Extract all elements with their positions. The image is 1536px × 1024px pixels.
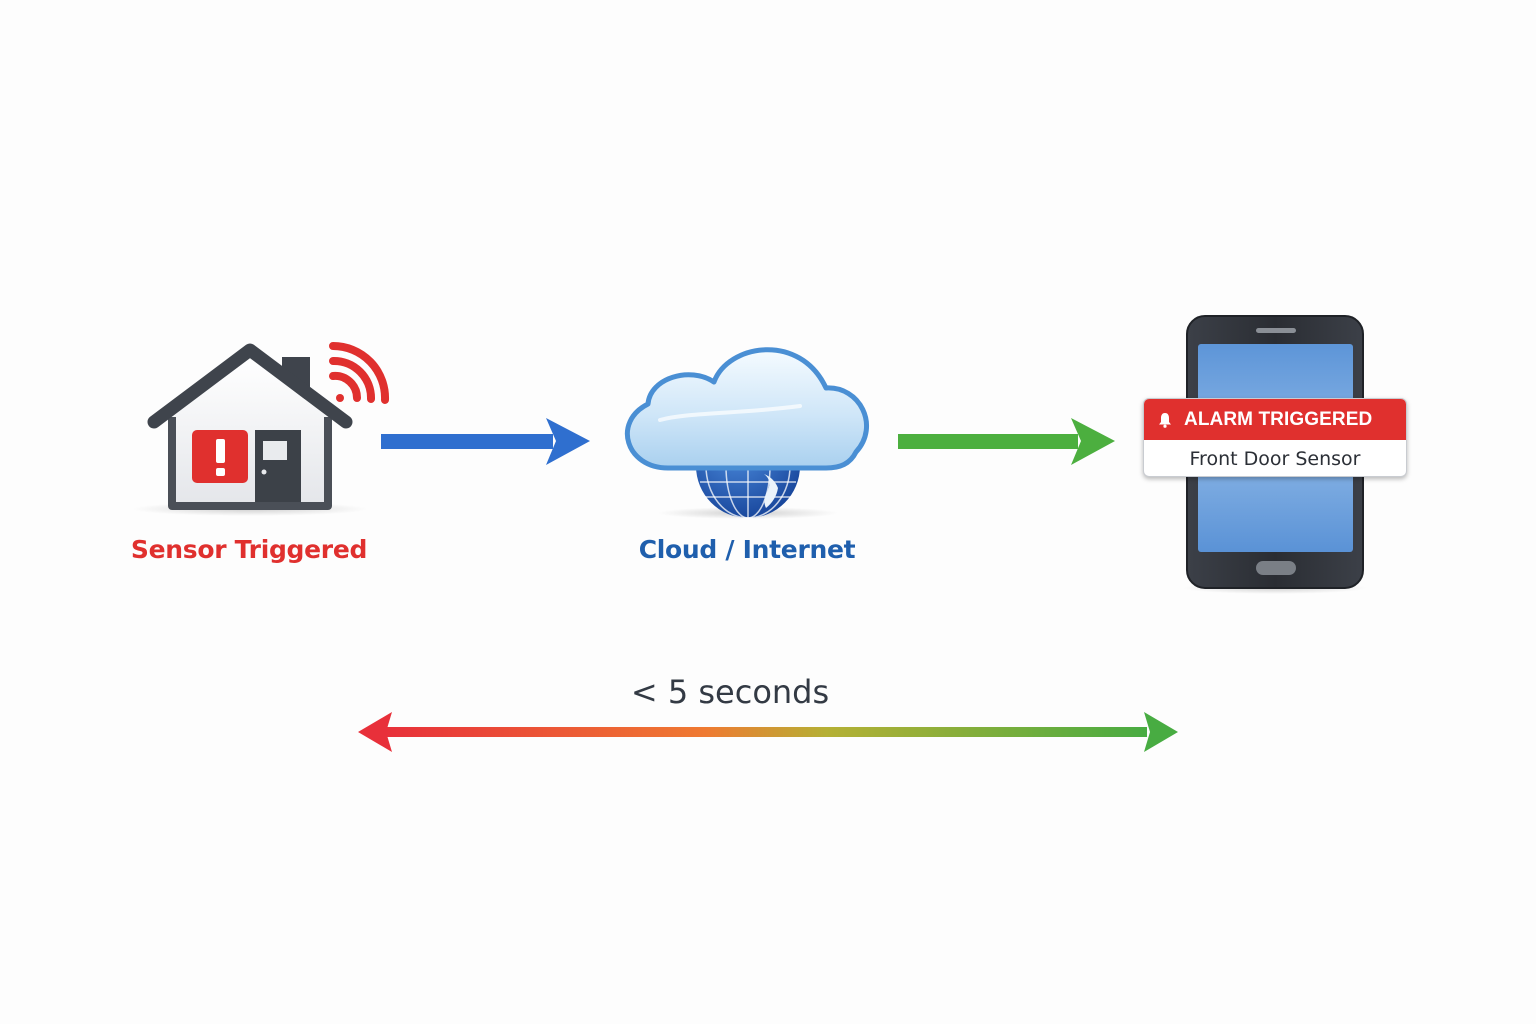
- arrow-shaft: [381, 434, 553, 449]
- door-knob: [261, 469, 267, 475]
- phone-home-button: [1256, 561, 1296, 575]
- sensor-triggered-label: Sensor Triggered: [130, 535, 368, 564]
- duration-label: < 5 seconds: [630, 673, 830, 711]
- alarm-exclamation-bar: [216, 439, 225, 463]
- wireless-signal-icon: [329, 342, 390, 404]
- alarm-exclamation-dot: [216, 468, 225, 476]
- arrow-head: [546, 418, 590, 465]
- house-roof: [147, 343, 353, 429]
- alarm-notification-card[interactable]: ALARM TRIGGERED Front Door Sensor: [1143, 398, 1407, 477]
- cloud-shape: [624, 347, 869, 471]
- bell-icon: [1159, 412, 1171, 428]
- timeline-right-head: [1144, 712, 1178, 752]
- arrow-head: [1071, 418, 1115, 465]
- timeline-left-head: [358, 712, 392, 752]
- timeline-arrow: [358, 712, 1178, 752]
- signal-arc-2: [329, 356, 376, 403]
- cloud-globe-icon: [624, 347, 869, 519]
- house-wall-outline: [168, 417, 332, 510]
- arrow-house-to-cloud: [381, 418, 590, 465]
- signal-arc-3: [329, 342, 390, 404]
- notification-header: ALARM TRIGGERED: [1144, 399, 1406, 440]
- phone-speaker: [1256, 328, 1296, 333]
- signal-dot: [336, 394, 344, 402]
- timeline-shaft: [385, 727, 1147, 737]
- globe-continent: [764, 474, 778, 508]
- notification-body: Front Door Sensor: [1189, 448, 1361, 470]
- arrow-shaft: [898, 434, 1078, 449]
- signal-arc-1: [329, 371, 362, 402]
- door-window: [263, 441, 287, 460]
- arrow-cloud-to-phone: [898, 418, 1115, 465]
- house-alarm-icon: [132, 343, 368, 516]
- notification-title: ALARM TRIGGERED: [1184, 408, 1373, 430]
- cloud-highlight: [658, 404, 802, 422]
- cloud-internet-label: Cloud / Internet: [638, 535, 856, 564]
- house-door: [255, 430, 301, 502]
